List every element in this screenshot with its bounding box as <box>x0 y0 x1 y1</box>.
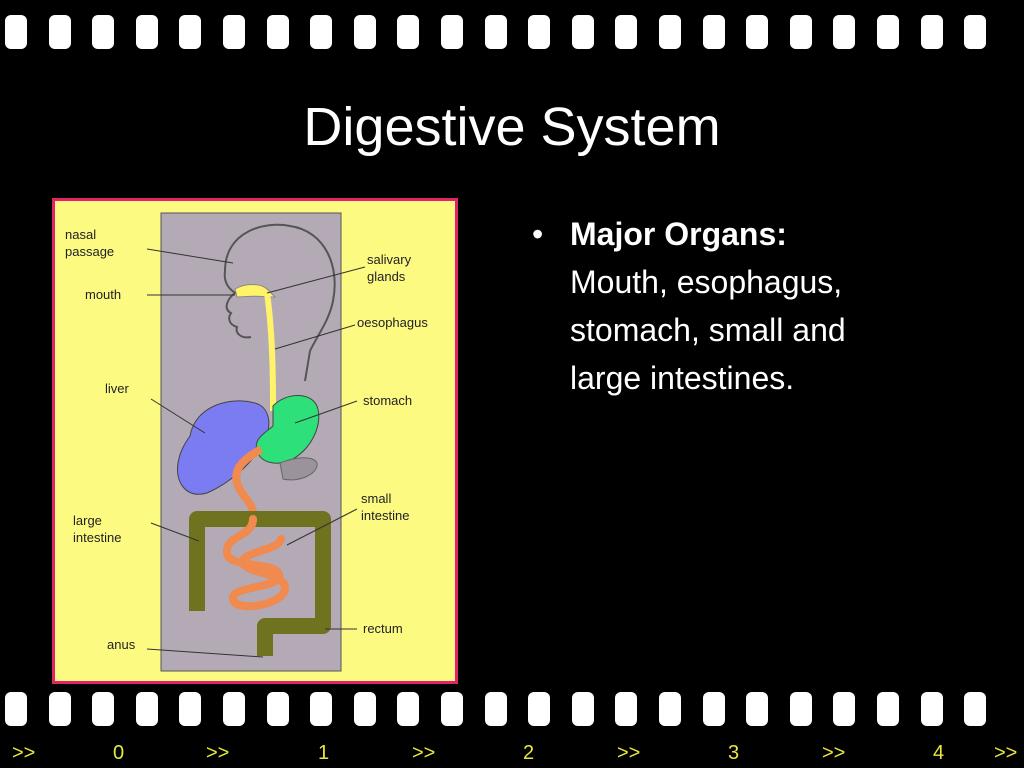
film-sprocket-hole <box>833 692 856 726</box>
label-mouth: mouth <box>85 287 121 302</box>
film-sprocket-hole <box>746 15 769 49</box>
leader-liver <box>150 398 206 434</box>
film-sprocket-hole <box>877 15 899 49</box>
label-salivary-glands-1: salivary <box>367 252 412 267</box>
film-sprocket-hole <box>135 15 158 49</box>
film-sprocket-hole <box>48 692 71 726</box>
film-sprocket-hole <box>702 692 725 726</box>
film-sprocket-hole <box>615 692 638 726</box>
leader-large-intestine <box>150 522 200 542</box>
label-nasal-passage-1: nasal <box>65 227 96 242</box>
film-sprocket-hole <box>310 692 333 726</box>
film-sprocket-hole <box>920 692 943 726</box>
nav-next-link-4[interactable]: >> <box>822 742 846 764</box>
film-sprocket-hole <box>223 15 245 49</box>
film-sprocket-hole <box>964 692 987 726</box>
bullet-line-1: Mouth, esophagus, <box>570 264 843 300</box>
film-sprocket-hole <box>135 692 158 726</box>
film-sprocket-hole <box>833 15 856 49</box>
nav-next-link-2[interactable]: >> <box>412 742 436 764</box>
head-outline <box>223 223 336 382</box>
film-sprocket-hole <box>528 15 551 49</box>
film-sprocket-hole <box>397 692 420 726</box>
film-sprocket-hole <box>441 692 463 726</box>
label-salivary-glands-2: glands <box>367 269 406 284</box>
leader-oesophagus <box>274 324 356 350</box>
leader-salivary <box>266 266 366 294</box>
label-large-intestine-2: intestine <box>73 530 121 545</box>
nav-next-link-5[interactable]: >> <box>994 742 1018 764</box>
slide-title: Digestive System <box>303 97 721 157</box>
label-oesophagus: oesophagus <box>357 315 428 330</box>
leader-stomach <box>294 400 358 424</box>
film-sprocket-hole <box>659 15 681 49</box>
film-sprocket-hole <box>571 692 594 726</box>
small-intestine-shape <box>223 515 289 611</box>
label-large-intestine-1: large <box>73 513 102 528</box>
slide-navigation: >> 0 >> 1 >> 2 >> 3 >> 4 >> <box>0 742 1024 766</box>
film-sprocket-hole <box>441 15 463 49</box>
nav-next-link-1[interactable]: >> <box>206 742 230 764</box>
label-stomach: stomach <box>363 393 412 408</box>
duodenum-shape <box>232 445 264 518</box>
film-sprocket-hole <box>223 692 245 726</box>
leader-nasal <box>146 248 234 264</box>
film-sprocket-hole <box>397 15 420 49</box>
film-sprocket-hole <box>353 15 376 49</box>
film-sprocket-hole <box>92 15 115 49</box>
nav-next-link-0[interactable]: >> <box>12 742 36 764</box>
film-sprocket-hole <box>571 15 594 49</box>
label-rectum: rectum <box>363 621 403 636</box>
film-sprocket-hole <box>484 692 507 726</box>
film-sprocket-hole <box>92 692 115 726</box>
film-sprocket-hole <box>615 15 638 49</box>
bullet-line-2: stomach, small and <box>570 312 846 348</box>
nav-slide-1[interactable]: 1 <box>318 742 330 764</box>
label-anus: anus <box>107 637 136 652</box>
nav-slide-0[interactable]: 0 <box>113 742 125 764</box>
film-sprocket-hole <box>484 15 507 49</box>
film-strip-bottom <box>0 692 1024 728</box>
digestive-diagram: nasal passage mouth liver large intestin… <box>52 198 458 684</box>
bullet-marker: • <box>532 216 544 252</box>
digestive-diagram-svg: nasal passage mouth liver large intestin… <box>65 212 428 672</box>
film-sprocket-hole <box>179 692 202 726</box>
film-sprocket-hole <box>310 15 333 49</box>
nav-slide-4[interactable]: 4 <box>933 742 945 764</box>
leader-anus <box>146 648 264 658</box>
bullet-block: • Major Organs: Mouth, esophagus, stomac… <box>532 210 1002 402</box>
film-sprocket-hole <box>5 692 27 726</box>
bullet-text: Major Organs: Mouth, esophagus, stomach,… <box>570 210 1002 402</box>
film-sprocket-hole <box>789 15 812 49</box>
film-sprocket-hole <box>964 15 987 49</box>
film-sprocket-hole <box>5 15 27 49</box>
liver-shape <box>176 400 270 495</box>
pancreas-shape <box>279 457 318 481</box>
label-small-intestine-2: intestine <box>361 508 409 523</box>
bullet-line-3: large intestines. <box>570 360 795 396</box>
nav-slide-3[interactable]: 3 <box>728 742 740 764</box>
leader-small-intestine <box>286 508 358 546</box>
label-liver: liver <box>105 381 130 396</box>
bullet-heading: Major Organs: <box>570 216 787 252</box>
film-strip-top <box>0 15 1024 51</box>
film-sprocket-hole <box>659 692 681 726</box>
large-intestine-shape <box>189 511 331 656</box>
esophagus-shape <box>264 292 276 411</box>
label-small-intestine-1: small <box>361 491 391 506</box>
film-sprocket-hole <box>528 692 551 726</box>
film-sprocket-hole <box>266 15 289 49</box>
nav-slide-2[interactable]: 2 <box>523 742 535 764</box>
film-sprocket-hole <box>746 692 769 726</box>
film-sprocket-hole <box>789 692 812 726</box>
film-sprocket-hole <box>702 15 725 49</box>
film-sprocket-hole <box>353 692 376 726</box>
film-sprocket-hole <box>266 692 289 726</box>
film-sprocket-hole <box>920 15 943 49</box>
nav-next-link-3[interactable]: >> <box>617 742 641 764</box>
film-sprocket-hole <box>48 15 71 49</box>
label-nasal-passage-2: passage <box>65 244 114 259</box>
film-sprocket-hole <box>179 15 202 49</box>
film-sprocket-hole <box>877 692 899 726</box>
